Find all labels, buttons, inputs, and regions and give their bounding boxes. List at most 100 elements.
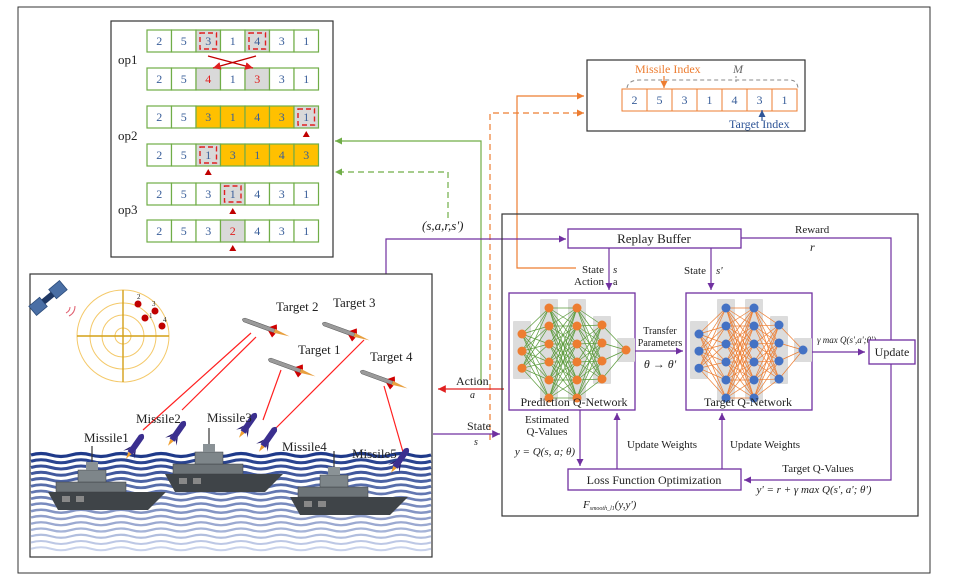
cell-value: 2: [230, 224, 236, 238]
network-edge: [778, 324, 804, 351]
warship-icon: [290, 451, 408, 515]
cell-value: 1: [230, 187, 236, 201]
network-node: [749, 393, 759, 403]
guidance-lines: [142, 332, 404, 453]
satellite-icon: [28, 279, 68, 317]
cell-value: 2: [156, 34, 162, 48]
network-edge: [548, 343, 578, 399]
cell-value: 3: [205, 224, 211, 238]
interceptor-missile-icon: [165, 420, 187, 446]
prediction-network-label: Prediction Q-Network: [521, 395, 628, 409]
network-node: [721, 303, 731, 313]
cell-value: 1: [303, 224, 309, 238]
radar-point-label: 4: [163, 316, 167, 324]
network-node: [774, 338, 784, 348]
cell-value: 5: [181, 224, 187, 238]
swap-arrow-left: [212, 55, 257, 70]
network-edge: [698, 367, 727, 399]
network-node: [749, 375, 759, 385]
wave: [30, 546, 432, 552]
position-marker-icon: [229, 208, 237, 214]
cell-value: 4: [254, 187, 260, 201]
length-symbol: M: [732, 62, 744, 76]
network-edge: [521, 307, 550, 369]
target-rocket-icon: [268, 357, 316, 378]
a-symbol: a: [613, 277, 618, 288]
cell-value: 5: [181, 34, 187, 48]
network-node: [721, 339, 731, 349]
action-label: Action: [456, 374, 489, 388]
network-edge: [698, 333, 727, 381]
network-edge: [698, 325, 727, 369]
radar-icon: [76, 289, 170, 383]
cell-value: 5: [181, 72, 187, 86]
network-edge: [576, 324, 603, 399]
selected-cell-marker: [297, 108, 316, 126]
interceptor-missile-icon: [236, 412, 258, 438]
interceptor-missile-icon: [256, 426, 278, 452]
layer-background: [568, 299, 586, 401]
network-edge: [725, 361, 755, 399]
op1-label: op1: [118, 52, 138, 67]
cell-value: 3: [279, 110, 285, 124]
sa-action-label: Action: [574, 276, 604, 288]
wave: [30, 539, 432, 546]
wave: [30, 514, 432, 521]
cell-value: 1: [303, 72, 309, 86]
cell-value: 1: [782, 93, 788, 107]
action-symbol: a: [470, 390, 475, 401]
network-edge: [753, 342, 780, 399]
network-edge: [698, 367, 727, 381]
cell-value: 1: [303, 34, 309, 48]
network-edge: [521, 367, 550, 399]
network-edge: [698, 307, 727, 352]
network-node: [694, 363, 704, 373]
cell-value: 4: [254, 34, 260, 48]
network-edge: [548, 361, 578, 399]
cell-value: 3: [205, 110, 211, 124]
cell-value: 4: [254, 224, 260, 238]
cell-value: 3: [279, 72, 285, 86]
cell-value: 1: [254, 148, 260, 162]
encoding-cell: [771, 88, 798, 112]
network-edge: [778, 349, 804, 380]
network-edge: [576, 324, 603, 345]
target-q-arrow: [744, 364, 892, 484]
transfer-line2: Parameters: [638, 338, 683, 349]
update-box: [868, 339, 916, 365]
network-edge: [576, 378, 603, 399]
length-brace: [626, 79, 799, 89]
cell-value: 1: [707, 93, 713, 107]
op3-label: op3: [118, 202, 138, 217]
encoding-cell: [293, 143, 320, 167]
s-symbol: s: [613, 264, 617, 276]
dqn-panel: [501, 213, 919, 517]
network-node: [572, 339, 582, 349]
transition-label: (s,a,r,s'): [422, 218, 463, 233]
network-node: [774, 356, 784, 366]
network-node: [544, 303, 554, 313]
position-marker-icon: [229, 245, 237, 251]
reward-label: Reward: [795, 224, 830, 236]
reward-arrow: [741, 237, 895, 347]
target-4-label: Target 4: [370, 349, 413, 364]
encoding-cell: [293, 182, 320, 206]
network-edge: [548, 307, 578, 399]
target-index-label: Target Index: [729, 117, 790, 131]
cell-value: 3: [205, 187, 211, 201]
network-node: [749, 321, 759, 331]
network-node: [572, 393, 582, 403]
interceptor-missiles: [123, 412, 410, 473]
network-node: [621, 345, 631, 355]
network-edge: [576, 307, 603, 326]
missile4-label: Missile4: [282, 439, 327, 454]
network-node: [721, 357, 731, 367]
state-label: State: [467, 419, 491, 433]
cell-value: 3: [279, 34, 285, 48]
network-node: [544, 393, 554, 403]
network-edge: [548, 307, 578, 363]
green-dashed-connector: [335, 168, 449, 218]
